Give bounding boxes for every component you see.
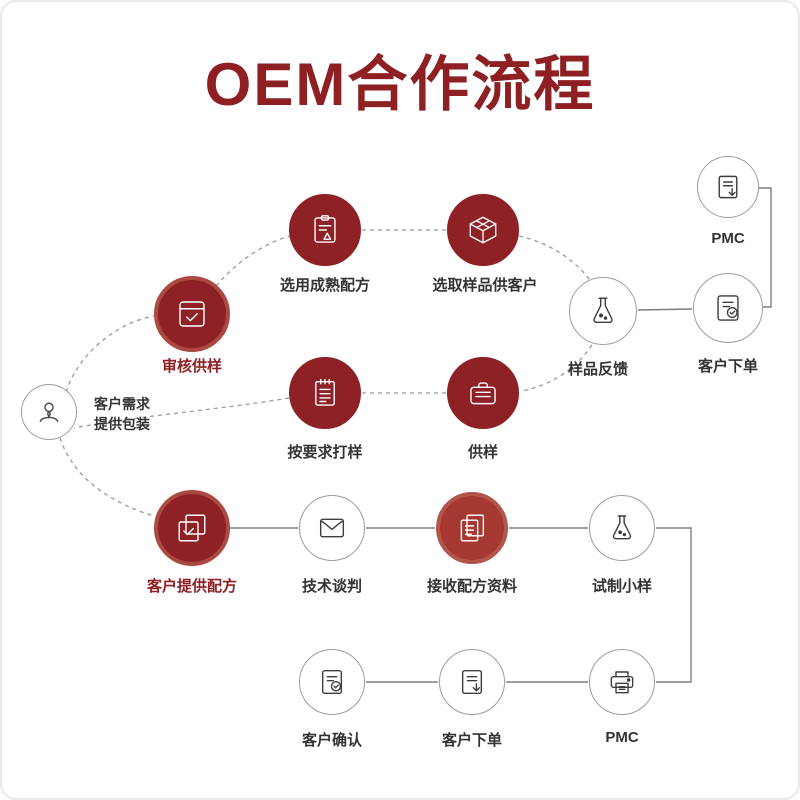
label-sample-for-customer: 选取样品供客户 — [432, 277, 538, 294]
label-customer-order-top: 客户下单 — [697, 358, 759, 375]
flask-icon — [606, 512, 638, 544]
node-customer-need — [21, 384, 77, 440]
node-trial-sample — [589, 495, 655, 561]
node-mature-formula — [289, 194, 361, 266]
node-sample-for-customer — [447, 194, 519, 266]
label-tech-negotiation: 技术谈判 — [301, 578, 363, 595]
audit-check-icon — [174, 296, 210, 332]
documents-icon — [455, 511, 489, 545]
node-receive-formula — [436, 492, 508, 564]
node-sample-feedback — [569, 277, 637, 345]
label-receive-formula: 接收配方资料 — [426, 578, 518, 595]
label-audit-supply: 审核供样 — [161, 358, 223, 375]
printer-icon — [606, 666, 638, 698]
document-download-icon — [713, 172, 743, 202]
label-sample-feedback: 样品反馈 — [567, 361, 629, 378]
label-mature-formula: 选用成熟配方 — [279, 277, 371, 294]
node-customer-confirm — [299, 649, 365, 715]
document-check-icon — [316, 666, 348, 698]
document-icon — [308, 376, 342, 410]
layers-check-icon — [174, 510, 210, 546]
page-title: OEM合作流程 — [204, 51, 596, 118]
node-audit-supply — [154, 276, 230, 352]
node-supply-sample — [447, 357, 519, 429]
label-customer-formula: 客户提供配方 — [146, 578, 238, 595]
package-box-icon — [465, 212, 501, 248]
node-customer-order-top — [693, 273, 763, 343]
person-icon — [35, 398, 63, 426]
document-check-icon — [711, 291, 745, 325]
node-customer-order-bottom — [439, 649, 505, 715]
flask-icon — [586, 294, 620, 328]
document-download-icon — [456, 666, 488, 698]
envelope-icon — [316, 512, 348, 544]
node-pmc-bottom — [589, 649, 655, 715]
label-sample-on-request: 按要求打样 — [287, 444, 363, 461]
label-customer-confirm: 客户确认 — [301, 732, 363, 749]
node-pmc-top — [697, 156, 759, 218]
label-trial-sample: 试制小样 — [591, 578, 653, 595]
clipboard-formula-icon — [308, 213, 342, 247]
node-tech-negotiation — [299, 495, 365, 561]
label-customer-order-bottom: 客户下单 — [441, 732, 503, 749]
node-customer-formula — [154, 490, 230, 566]
label-customer-need: 客户需求 提供包装 — [94, 396, 150, 433]
label-pmc-bottom: PMC — [605, 729, 639, 746]
node-sample-on-request — [289, 357, 361, 429]
label-pmc-top: PMC — [711, 230, 745, 247]
label-supply-sample: 供样 — [467, 444, 499, 461]
case-icon — [466, 376, 500, 410]
